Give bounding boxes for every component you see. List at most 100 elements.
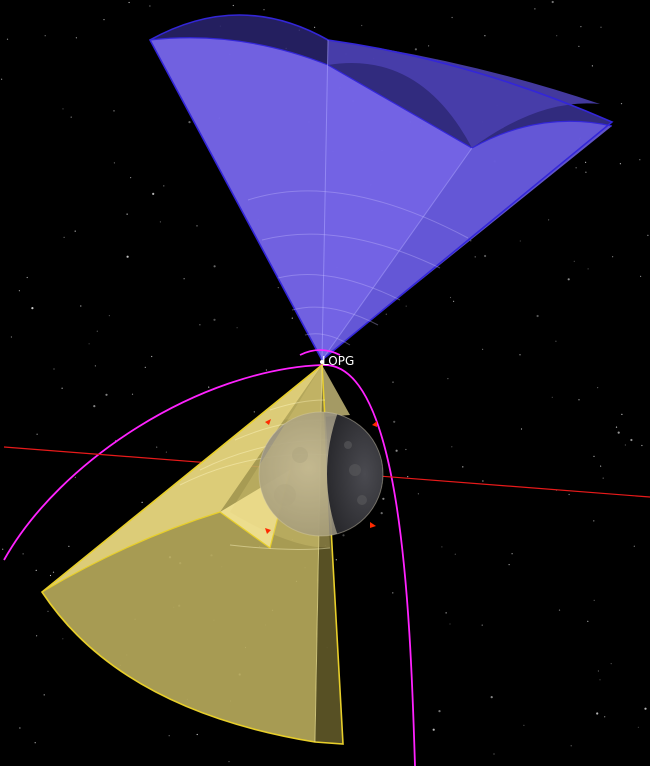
star [556, 35, 557, 36]
star [208, 387, 209, 388]
star [62, 638, 63, 639]
star [455, 554, 456, 555]
star [475, 256, 476, 257]
star [27, 277, 28, 278]
star [53, 368, 54, 369]
star [620, 163, 621, 164]
star [47, 611, 48, 612]
star [37, 434, 38, 435]
star [453, 301, 454, 302]
star [482, 349, 483, 350]
spacecraft-marker-icon[interactable]: LOPG [320, 354, 354, 368]
star [142, 502, 143, 503]
star [611, 663, 612, 664]
star [596, 712, 598, 714]
star [151, 356, 152, 357]
star [446, 612, 447, 613]
star [641, 445, 642, 446]
star [130, 177, 131, 178]
star [520, 240, 521, 241]
star [1, 79, 2, 80]
star [640, 276, 641, 277]
star [197, 734, 198, 735]
star [452, 17, 453, 18]
star [166, 452, 167, 453]
triangle-marker-icon [372, 421, 377, 427]
star [630, 439, 632, 441]
star [160, 221, 161, 222]
star [263, 9, 264, 10]
star [97, 331, 98, 332]
star [169, 735, 170, 736]
star [105, 394, 107, 396]
star [555, 341, 556, 342]
star [36, 570, 37, 571]
star [64, 237, 65, 238]
star [484, 35, 485, 36]
star [103, 19, 104, 20]
star [415, 48, 417, 50]
star [569, 494, 570, 495]
star [68, 546, 69, 547]
star [113, 110, 114, 111]
star [521, 428, 522, 429]
star [470, 240, 471, 241]
star [616, 427, 617, 428]
star [603, 478, 604, 479]
star [127, 214, 128, 215]
star [149, 5, 150, 6]
star [75, 231, 76, 232]
star [511, 553, 512, 554]
star [594, 600, 595, 601]
upper-sensor-cone [150, 15, 612, 360]
star [36, 635, 37, 636]
star [62, 388, 63, 389]
star [578, 46, 579, 47]
star [382, 498, 384, 500]
star [361, 25, 362, 26]
star [534, 8, 535, 9]
star [314, 27, 315, 28]
star [405, 449, 406, 450]
star [482, 625, 483, 626]
star [625, 444, 626, 445]
star [593, 456, 594, 457]
star [621, 414, 622, 415]
star [254, 411, 255, 412]
star [571, 745, 572, 746]
star [433, 729, 435, 731]
star [621, 103, 622, 104]
spacecraft-label: LOPG [322, 354, 354, 368]
star [393, 421, 395, 423]
star [638, 727, 639, 728]
star [266, 369, 267, 370]
star [93, 405, 95, 407]
star [484, 255, 486, 257]
triangle-marker-icon [370, 522, 376, 528]
star [600, 466, 601, 467]
star [449, 623, 450, 624]
star [639, 159, 640, 160]
star [233, 5, 234, 6]
star [588, 268, 589, 269]
star [537, 315, 539, 317]
star [292, 318, 293, 319]
star [509, 564, 510, 565]
star [132, 394, 133, 395]
star [576, 167, 577, 168]
star [451, 446, 452, 447]
star [23, 553, 24, 554]
star [342, 534, 344, 536]
star [407, 476, 408, 477]
star [44, 694, 45, 695]
star [552, 397, 553, 398]
star [523, 725, 524, 726]
star [462, 466, 463, 467]
star [612, 256, 613, 257]
star [75, 477, 76, 478]
star [95, 365, 96, 366]
star [89, 343, 90, 344]
star [163, 185, 164, 186]
